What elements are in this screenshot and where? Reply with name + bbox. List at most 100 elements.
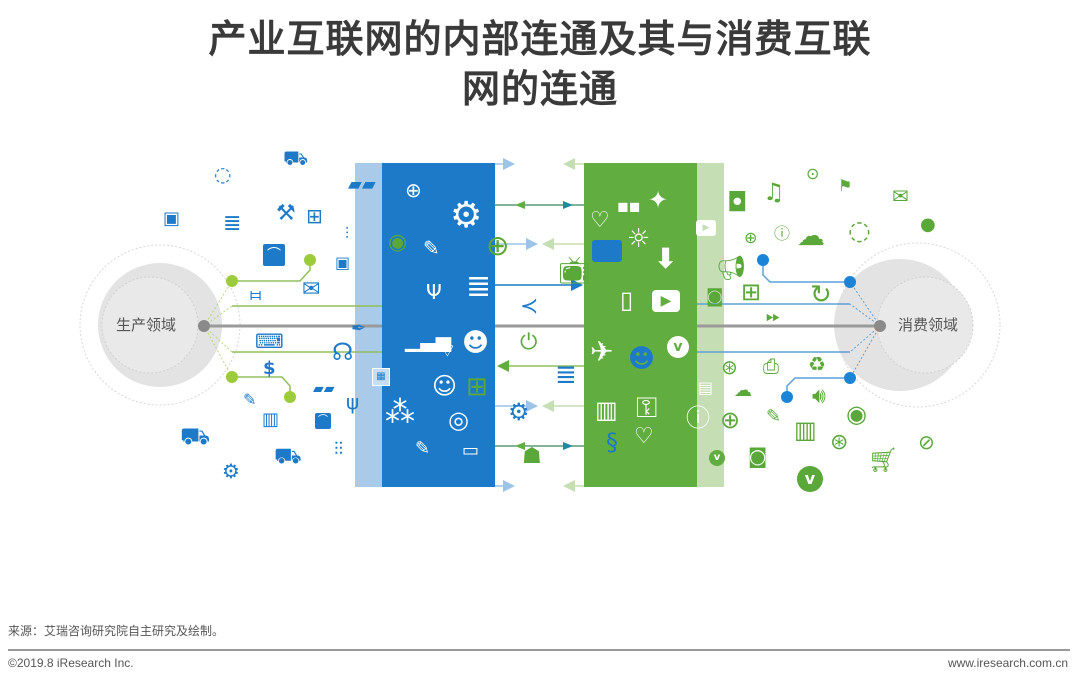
pushpin-icon: ✎ (423, 236, 440, 260)
recycle-icon: ♻ (808, 352, 826, 376)
upload-icon: ⊕ (405, 178, 422, 202)
gear-icon: ⚙ (450, 195, 483, 236)
cart-scale-icon: ⛟ (274, 444, 302, 469)
graduation-cap-icon: ▭ (462, 440, 480, 461)
pan-flute-icon: ≣ (555, 360, 577, 390)
news-icon: ▤ (698, 378, 714, 397)
tablet-icon: ▯ (620, 286, 634, 314)
speaker-icon: 🔊︎ (812, 384, 826, 409)
binoculars-icon: ◼◼ (617, 199, 641, 215)
forward-icon: ⊙ (806, 164, 820, 183)
share-icon: ≺ (520, 294, 539, 319)
stop-icon: ◙ (748, 444, 768, 468)
pan-flute-icon: ≣ (466, 269, 492, 304)
truck-icon (592, 240, 622, 262)
download-icon: ⬇ (654, 242, 678, 275)
cart-icon: 🛒︎ (868, 446, 899, 474)
brush-icon: ✎ (415, 438, 431, 459)
globe-icon: ⊕ (486, 229, 510, 262)
page-title: 产业互联网的内部连通及其与消费互联 网的连通 (0, 14, 1080, 114)
lifebuoy-icon: ⊛ (830, 430, 849, 455)
laptop-icon: ⌨ (255, 329, 284, 353)
website-link[interactable]: www.iresearch.com.cn (947, 656, 1068, 670)
brush-icon: ✎ (243, 390, 257, 409)
gift-icon: ⊞ (466, 372, 488, 402)
ring-icon: ◌ (848, 216, 871, 246)
pan-flute-icon: ≣ (223, 211, 242, 236)
truck-icon: ⛟ (180, 422, 211, 450)
chat-icon: ☁ (797, 219, 825, 252)
calendar-icon: ▦ (372, 368, 390, 386)
id-card-icon: ▣ (335, 253, 351, 272)
copyright: ©2019.8 iResearch Inc. (8, 656, 134, 670)
music-icon: ♫ (763, 178, 785, 206)
stop-icon: ◙ (706, 286, 724, 307)
tv-icon: 📺︎ (558, 256, 592, 286)
map-icon: ▥ (794, 416, 817, 444)
building-icon: ▥ (262, 409, 280, 430)
flag-icon: ⚑ (838, 176, 853, 195)
equalizer-icon: ⫶⫶ (334, 439, 343, 460)
airplane-icon: ✈ (590, 335, 614, 368)
dollar-icon: $ (263, 358, 276, 379)
industrial-internet-panel (382, 163, 495, 487)
link-icon: § (606, 428, 618, 456)
play-icon: ▶ (652, 290, 680, 312)
envelope-icon: ✉ (302, 277, 321, 302)
molecule-icon: ⁂ (385, 395, 415, 430)
source-note: 来源：艾瑞咨询研究院自主研究及绘制。 (8, 624, 225, 638)
user-icon: ☗ (522, 444, 542, 469)
target-icon: ◉ (846, 400, 867, 428)
headset-icon: ☊ (332, 338, 354, 366)
envelope-icon: ✉ (892, 184, 909, 208)
map-icon: ▥ (595, 396, 618, 424)
key-icon: ⚿ (636, 391, 658, 424)
power-icon: ⏻ (520, 330, 538, 355)
refresh-icon: ↻ (810, 280, 832, 310)
twitter-icon: ✦ (648, 186, 669, 214)
gear-icon: ⚙ (222, 459, 240, 483)
info-icon: ⓘ (686, 404, 710, 432)
id-card-icon: ▣ (163, 208, 181, 229)
worker-icon: ☺ (432, 372, 458, 400)
gear-icon: ⚙ (508, 398, 530, 426)
rss-icon: ⌒ (263, 244, 285, 266)
printer-icon: ⎙ (763, 354, 779, 378)
left-node-graphic (79, 244, 241, 406)
head-idea-icon: ☻ (628, 344, 656, 374)
pen-nib-icon: ✒ (351, 318, 367, 339)
fast-forward-icon: ⏩︎ (766, 306, 781, 327)
left-node-label: 生产领域 (116, 316, 177, 334)
gift-icon: ⊞ (741, 278, 762, 306)
compass-icon: ◎ (448, 406, 469, 434)
wifi-icon: ⌔ (438, 338, 457, 362)
instagram-icon: ◘ (727, 188, 748, 218)
vimeo-icon: v (797, 466, 823, 492)
drop-icon: ● (920, 214, 936, 235)
heart-icon: ♡ (590, 208, 610, 233)
medical-kit-icon: ⊞ (306, 204, 323, 228)
tuning-fork-icon: ψ (346, 390, 360, 414)
vimeo-icon: v (667, 336, 689, 358)
heart-icon: ♡ (634, 424, 654, 449)
chat-icon: ☁ (734, 380, 752, 401)
globe-icon: ⊕ (744, 228, 758, 247)
crane-icon: ⚒ (276, 201, 296, 226)
ring-icon: ◌ (214, 162, 232, 186)
gold-bars-icon: ▰▰ (313, 381, 335, 397)
lightbulb-icon: ☼ (627, 224, 651, 254)
youtube-icon: ▶ (696, 220, 716, 236)
globe-icon: ⊕ (720, 406, 741, 434)
head-idea-icon: ☻ (462, 328, 490, 358)
connectivity-diagram: 生产领域 消费领域 (0, 130, 1080, 610)
equalizer-icon: ⫶ (345, 224, 350, 243)
title-line-1: 产业互联网的内部连通及其与消费互联 (208, 17, 872, 61)
megaphone-icon: 📢︎ (716, 254, 747, 282)
rss-icon: ⌒ (315, 413, 331, 429)
dribbble-icon: ⊛ (721, 355, 738, 379)
pen-icon: ✎ (766, 406, 782, 427)
diagram-graphics (79, 158, 1001, 492)
signal-bars-icon: ▁▃▅ (405, 328, 452, 352)
info-icon: ⓘ (774, 224, 791, 243)
title-line-2: 网的连通 (461, 67, 618, 111)
